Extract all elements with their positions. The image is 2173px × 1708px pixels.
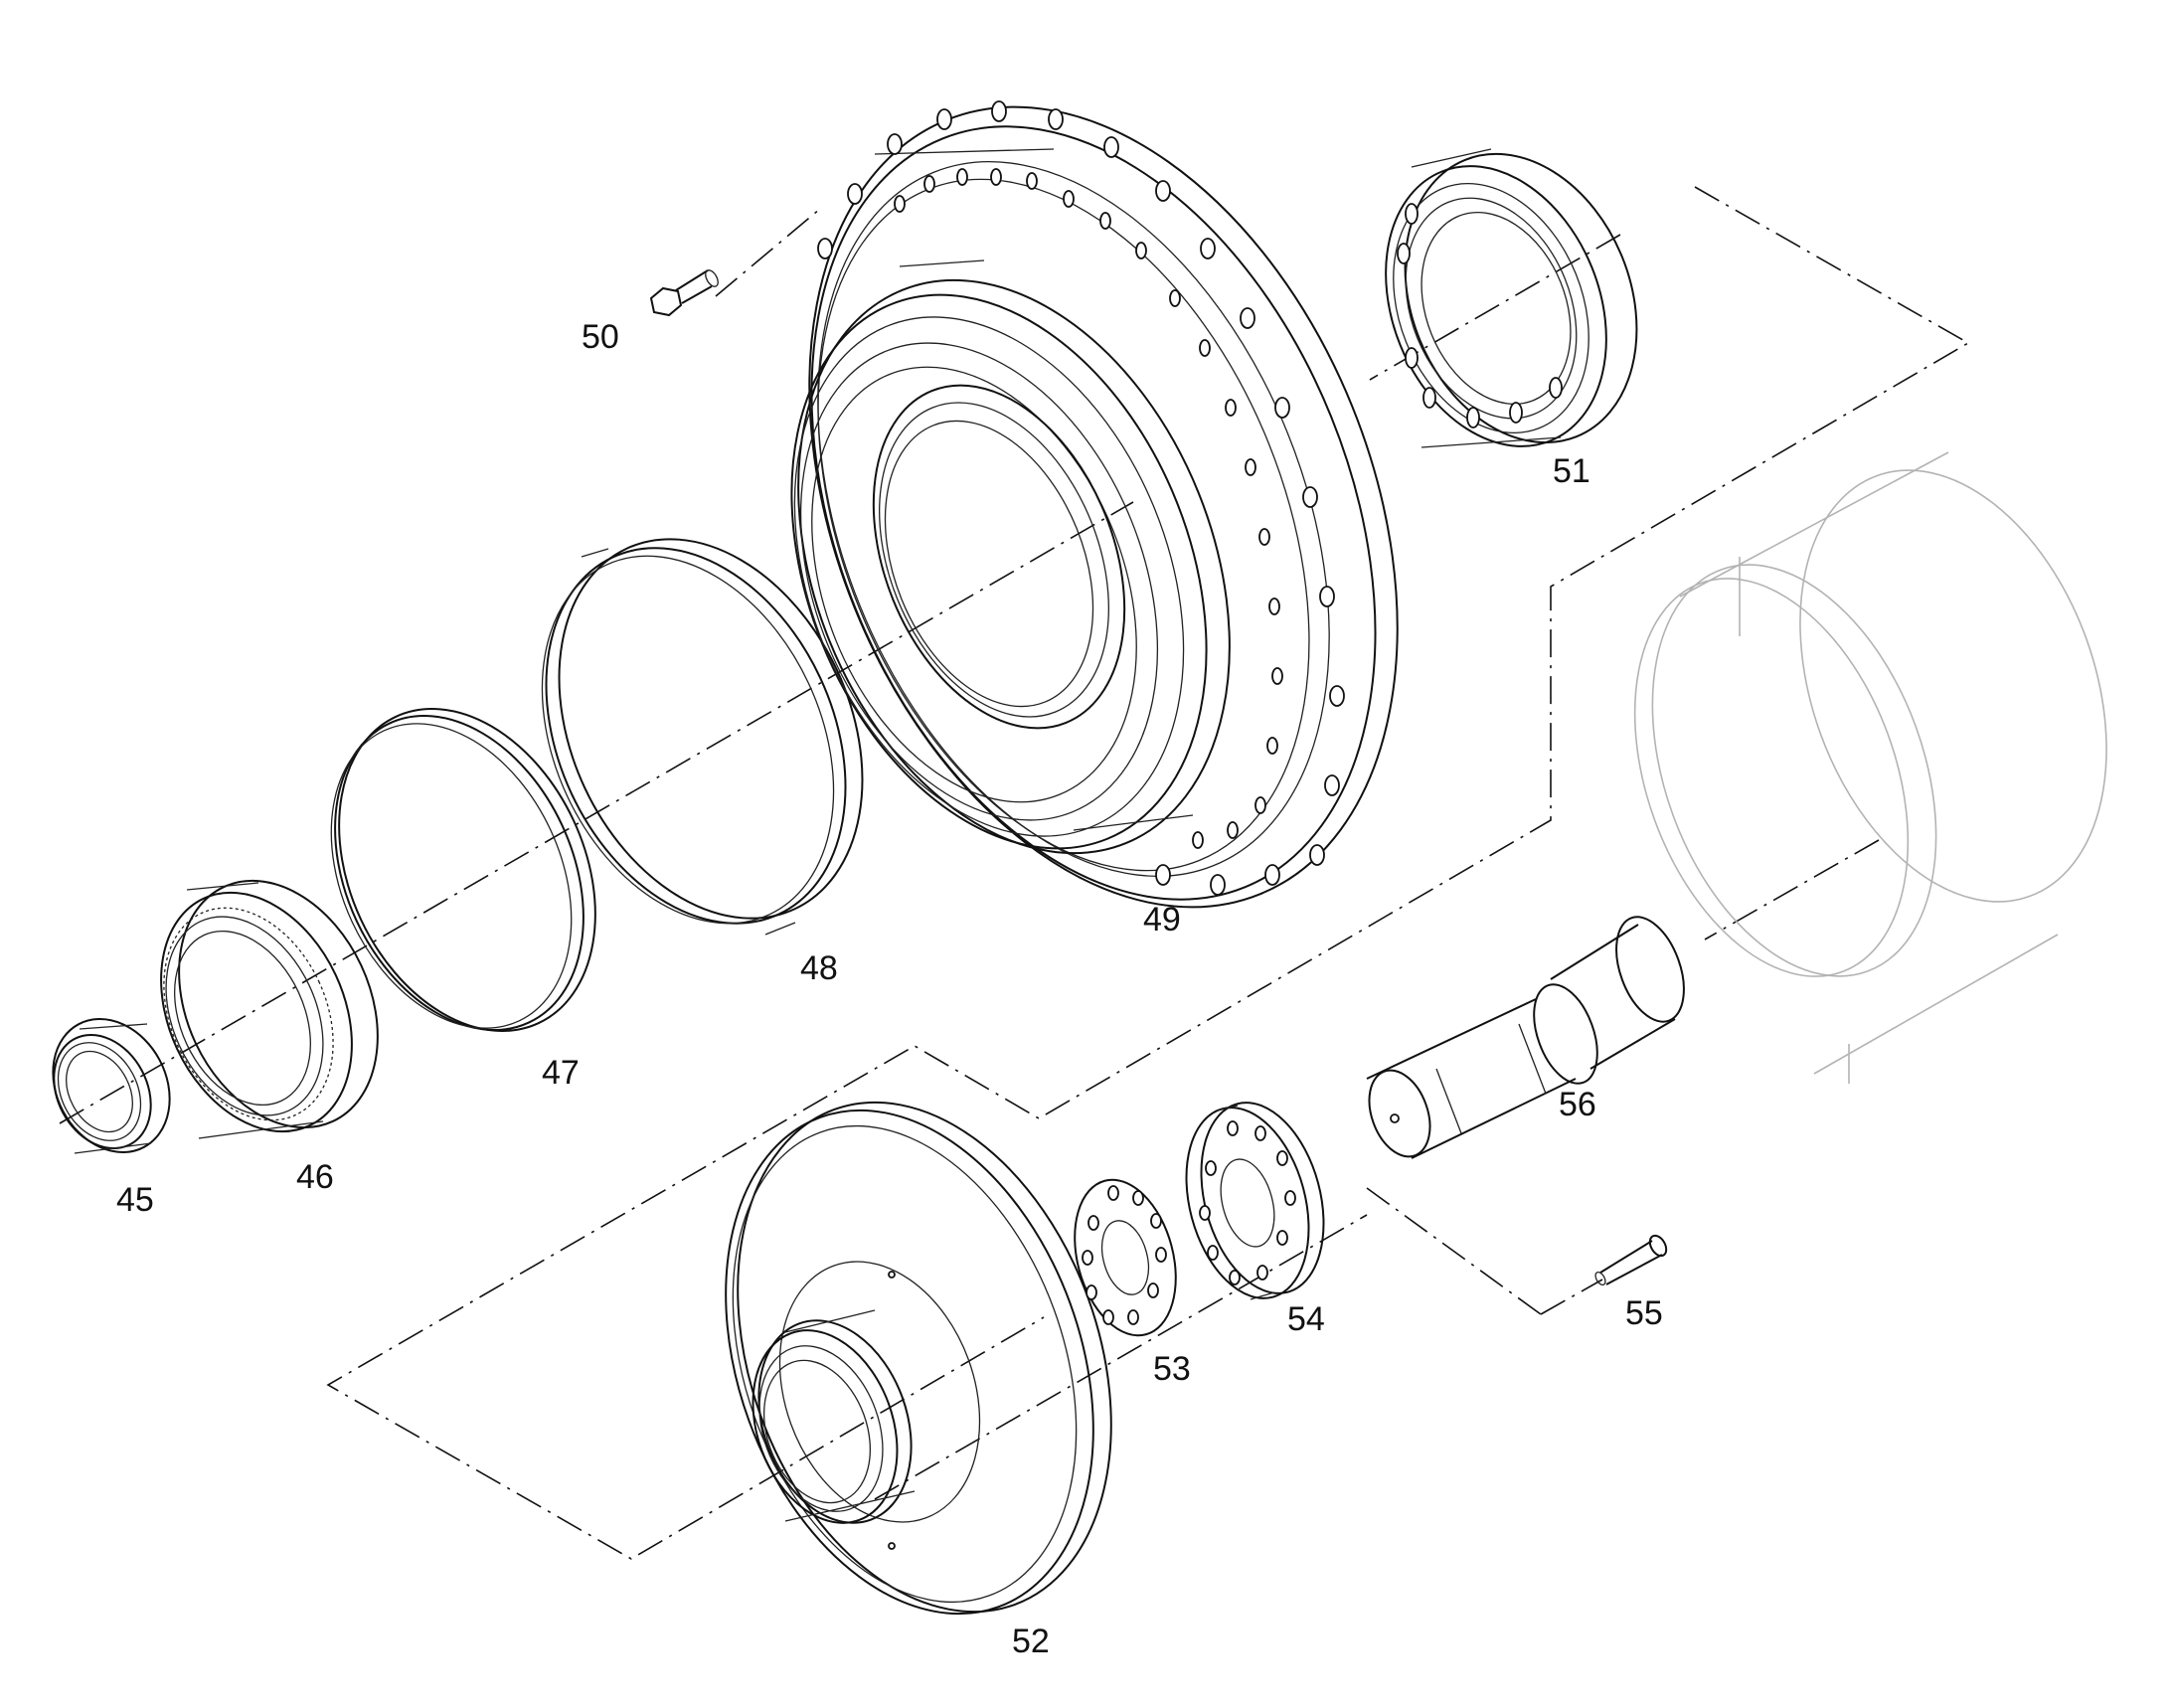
inner-bolt-holes — [894, 168, 1283, 849]
part-54-disc — [1185, 1102, 1325, 1300]
lower-axis-centerline — [874, 1214, 1368, 1500]
callout-46: 46 — [296, 1158, 334, 1196]
flange-bolt-holes — [817, 100, 1345, 896]
part-51-bearing — [1385, 148, 1638, 448]
reference-ring-ghost — [1633, 451, 2107, 1084]
part-53-washer — [1074, 1178, 1177, 1337]
part-50-bolt — [649, 269, 719, 317]
part-47-ring — [330, 708, 596, 1032]
part-45-bearing — [52, 1018, 171, 1154]
callouts: 45 46 47 48 49 50 51 52 53 54 55 56 — [116, 318, 1663, 1660]
part-49-hub-housing — [790, 100, 1399, 909]
callout-56: 56 — [1559, 1086, 1596, 1123]
part-46-bearing — [160, 879, 379, 1139]
disc-holes — [1199, 1120, 1296, 1285]
main-axis-centerline — [59, 501, 1134, 1124]
roller-elements — [1397, 203, 1563, 428]
part-48-ring — [541, 538, 864, 936]
callout-51: 51 — [1553, 452, 1590, 490]
callout-54: 54 — [1287, 1300, 1325, 1338]
boundary-leader — [326, 186, 1970, 1560]
callout-47: 47 — [542, 1054, 580, 1092]
callout-49: 49 — [1143, 901, 1181, 939]
part-52-cover — [725, 1101, 1112, 1616]
callout-50: 50 — [582, 318, 619, 356]
washer-holes — [1082, 1185, 1167, 1325]
bolt-50-leader — [715, 208, 821, 297]
callout-55: 55 — [1625, 1294, 1663, 1332]
callout-45: 45 — [116, 1181, 154, 1219]
bolt-55-leader-end — [1540, 1279, 1603, 1315]
callout-52: 52 — [1012, 1623, 1050, 1660]
leader-lines — [59, 186, 1970, 1560]
axis-56-leader — [1704, 839, 1880, 940]
bolt-55-leader — [1366, 1187, 1542, 1315]
part-56-shaft — [1366, 916, 1685, 1159]
callout-48: 48 — [800, 949, 838, 987]
part-55-bolt — [1594, 1234, 1668, 1286]
callout-53: 53 — [1153, 1350, 1191, 1388]
